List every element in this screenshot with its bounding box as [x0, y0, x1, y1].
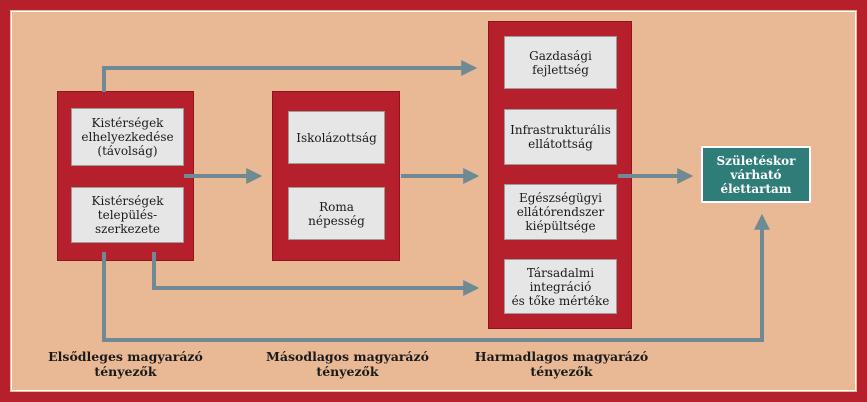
box-roma-population: Roma népesség	[288, 187, 385, 240]
box-education: Iskolázottság	[288, 111, 385, 164]
caption-primary: Elsődleges magyarázó tényezők	[48, 349, 203, 379]
caption-tertiary: Harmadlagos magyarázó tényezők	[474, 349, 649, 379]
arrow-location-to-target	[102, 213, 770, 342]
arrow-settlement-to-integration	[152, 252, 480, 296]
caption-secondary: Másodlagos magyarázó tényezők	[266, 349, 429, 379]
box-settlement-structure: Kistérségek település- szerkezete	[71, 187, 184, 243]
box-healthcare-system: Egészségügyi ellátórendszer kiépültsége	[504, 184, 617, 240]
box-location: Kistérségek elhelyezkedése (távolság)	[71, 108, 184, 166]
box-economic-development: Gazdasági fejlettség	[504, 36, 617, 89]
box-social-integration: Társadalmi integráció és tőke mértéke	[504, 259, 617, 314]
box-life-expectancy: Születéskor várható élettartam	[701, 146, 811, 203]
arrow-primary-to-economy	[102, 60, 478, 92]
box-infrastructure: Infrastrukturális ellátottság	[504, 109, 617, 165]
